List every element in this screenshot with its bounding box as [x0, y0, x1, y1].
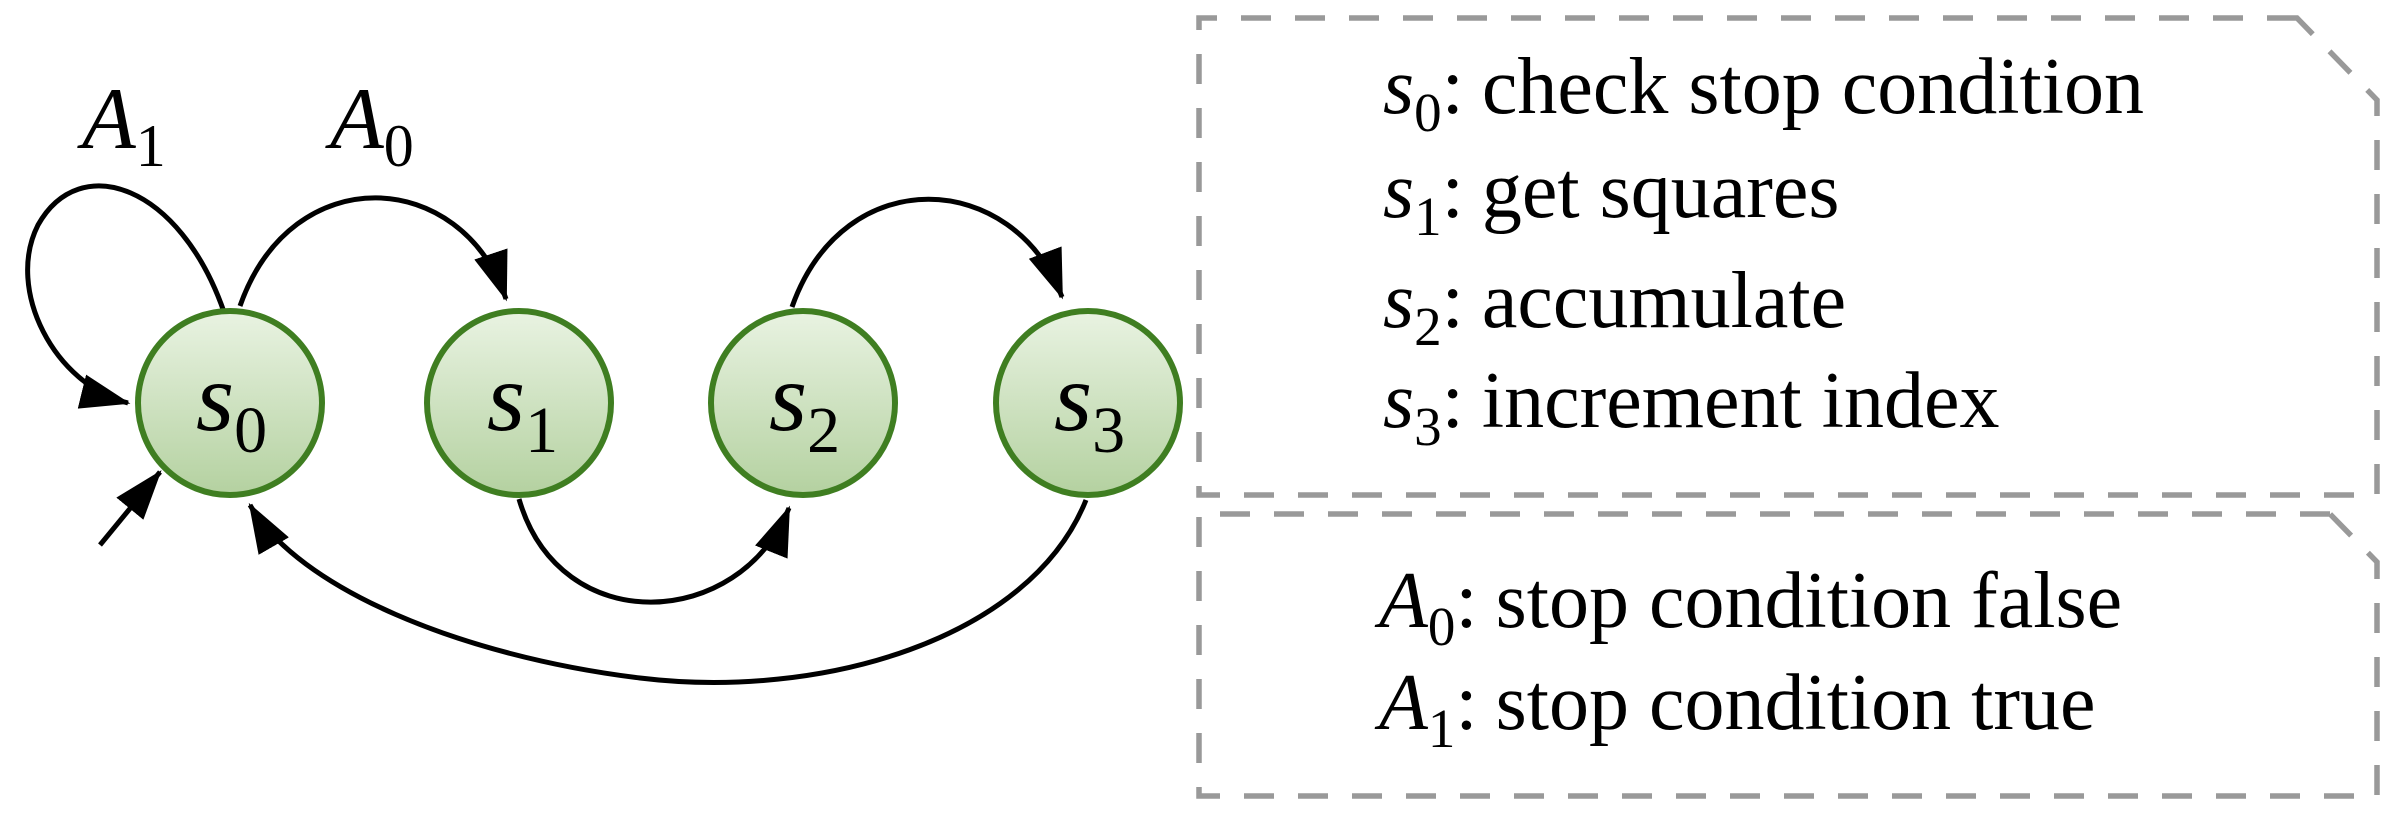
edge-initial-arrow	[98, 470, 162, 547]
state-node-s0	[135, 308, 325, 498]
edge-s3-to-s0-return	[247, 499, 1089, 685]
states-note-box	[1196, 15, 2380, 498]
edge-a1-self-loop-s0	[25, 183, 227, 409]
actions-note-box	[1196, 511, 2380, 799]
edge-s1-to-s2-bottom	[516, 498, 792, 605]
edge-s2-to-s3-top	[789, 196, 1065, 308]
state-label-s2: s2	[769, 344, 840, 467]
edge-label-a0: A0	[325, 71, 414, 179]
state-node-s3	[993, 308, 1183, 498]
edge-a0-s0-to-s1	[237, 195, 509, 307]
legend-state-s0: s0:check stop condition	[1383, 43, 2144, 143]
legend-action-a0: A0:stop condition false	[1374, 557, 2122, 657]
edge-label-a1: A1	[77, 71, 166, 179]
legend-action-a1: A1:stop condition true	[1374, 659, 2096, 759]
state-label-s1: s1	[487, 344, 558, 467]
legend-state-s3: s3:increment index	[1383, 357, 1999, 457]
state-node-s1	[424, 308, 614, 498]
state-node-s2	[708, 308, 898, 498]
state-label-s0: s0	[196, 344, 267, 467]
legend-state-s2: s2:accumulate	[1383, 257, 1846, 357]
state-label-s3: s3	[1054, 344, 1125, 467]
legend-state-s1: s1:get squares	[1383, 147, 1840, 247]
